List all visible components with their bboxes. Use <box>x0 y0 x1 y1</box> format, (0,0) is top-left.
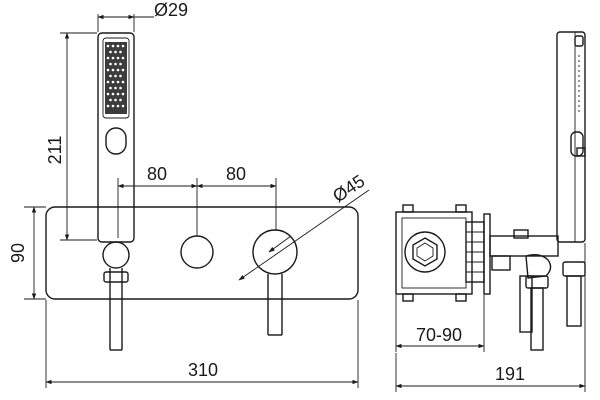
dimension-outlet-spacing: 80 80 <box>117 164 277 238</box>
dimension-handshower-diameter: Ø29 <box>97 0 188 32</box>
mixer-knob <box>252 229 298 336</box>
hand-shower <box>97 32 135 243</box>
plate-profile <box>483 213 491 295</box>
wall-plate <box>45 206 359 300</box>
dim-label-spacing-left: 80 <box>147 164 167 184</box>
dimension-plate-width: 310 <box>45 300 359 388</box>
dimension-total-depth: 191 <box>395 243 586 392</box>
diverter-knob <box>180 235 214 269</box>
spray-button <box>105 127 127 155</box>
mixer-body-profile <box>489 229 586 351</box>
dim-label-handshower-diameter: Ø29 <box>154 0 188 20</box>
hex-nut <box>412 237 438 267</box>
dimension-knob-diameter: Ø45 <box>238 171 370 281</box>
side-view: 70-90 191 <box>395 31 586 392</box>
dim-label-spacing-right: 80 <box>226 164 246 184</box>
dim-label-handshower-height: 211 <box>45 136 65 165</box>
dimension-wall-depth: 70-90 <box>395 295 485 352</box>
wall-box <box>395 204 485 302</box>
spray-nozzle-pattern <box>105 42 127 114</box>
hand-shower-profile <box>556 31 586 243</box>
front-view: Ø29 211 80 80 Ø45 <box>8 0 370 388</box>
shower-outlet <box>102 241 130 351</box>
dim-label-plate-width: 310 <box>188 360 218 380</box>
dimension-plate-height: 90 <box>8 206 46 300</box>
dim-label-plate-height: 90 <box>8 243 28 263</box>
dim-label-wall-depth: 70-90 <box>416 325 462 345</box>
dim-label-knob-diameter: Ø45 <box>329 171 368 207</box>
dimension-handshower-height: 211 <box>45 32 97 241</box>
dim-label-total-depth: 191 <box>495 364 525 384</box>
